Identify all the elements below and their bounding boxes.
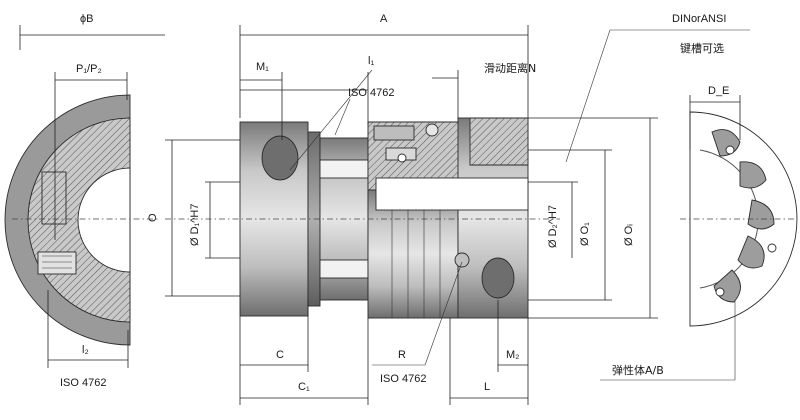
label-L: L	[484, 381, 490, 393]
label-elastomer: 弹性体A/B	[612, 363, 664, 377]
label-M1: M₁	[256, 61, 269, 73]
dim-L: L	[449, 318, 528, 405]
label-p1p2: P₁/P₂	[76, 63, 102, 75]
label-din-ansi: DINorANSI	[672, 13, 726, 25]
label-A: A	[380, 13, 388, 25]
dim-l2: l₂ ISO 4762	[47, 290, 129, 389]
dim-C: C	[239, 300, 309, 405]
dim-DE: D_E	[689, 85, 741, 150]
dim-phiB: ϕB	[19, 13, 165, 50]
main-side-view	[165, 117, 560, 319]
left-end-view	[4, 94, 160, 346]
label-l2: l₂	[82, 344, 89, 356]
dim-M1: M₁	[240, 61, 283, 140]
label-R: R	[398, 349, 406, 361]
dim-A: A	[239, 13, 529, 118]
dim-slide-N: 滑动距离N	[432, 61, 536, 118]
label-l1: l₁	[368, 55, 374, 67]
label-O1: Ø O₁	[579, 222, 591, 246]
label-Oi: Ø Oᵢ	[623, 224, 635, 246]
label-M2: M₂	[506, 349, 519, 361]
label-phiB: ϕB	[80, 13, 94, 25]
dim-p1p2: P₁/P₂	[54, 63, 128, 240]
dim-M2: M₂	[497, 300, 529, 405]
label-slide-distance: 滑动距离N	[484, 61, 536, 75]
elastomer-view	[680, 111, 798, 327]
label-iso-top: ISO 4762	[348, 87, 394, 99]
callout-din-ansi: DINorANSI 键槽可选	[565, 13, 750, 163]
label-iso-left: ISO 4762	[60, 377, 106, 389]
dim-right-diameters: Ø D₂^H7 Ø O₁ Ø Oᵢ	[528, 117, 658, 319]
label-O: O	[147, 213, 159, 222]
callout-elastomer: 弹性体A/B	[600, 300, 736, 381]
dim-D1: Ø D₁^H7	[189, 181, 240, 259]
label-D2: Ø D₂^H7	[547, 205, 559, 248]
dim-O: O	[147, 139, 240, 297]
dim-l1: l₁	[240, 55, 374, 171]
label-DE: D_E	[708, 85, 729, 97]
callout-iso-top: ISO 4762	[334, 87, 394, 136]
callout-R: R ISO 4762	[372, 261, 463, 385]
label-iso-bottom: ISO 4762	[380, 373, 426, 385]
label-D1: Ø D₁^H7	[189, 204, 201, 247]
dim-C1: C₁	[240, 318, 369, 405]
label-C1: C₁	[298, 381, 310, 393]
label-keyway: 键槽可选	[680, 41, 724, 55]
label-C: C	[276, 349, 284, 361]
